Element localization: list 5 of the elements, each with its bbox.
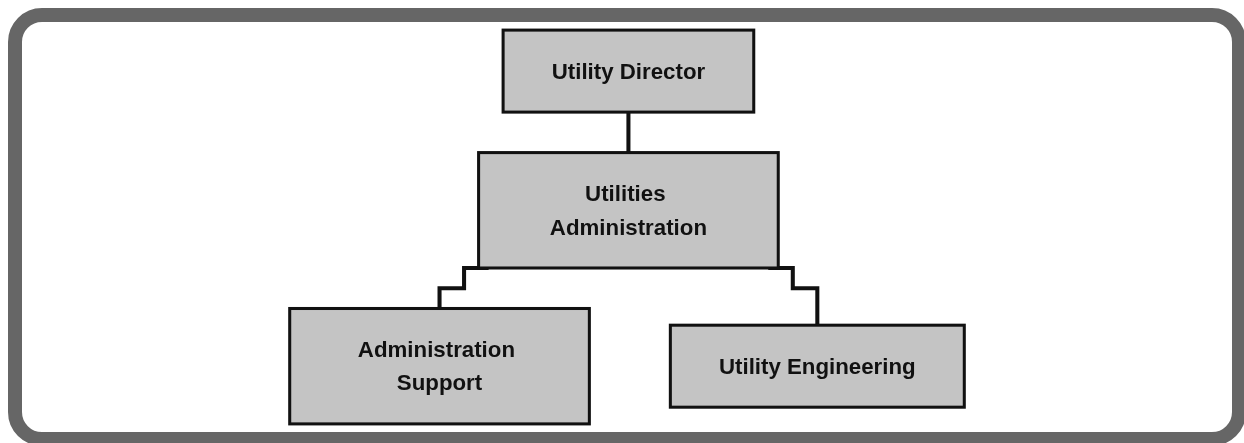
node-box <box>477 151 780 270</box>
node-box <box>288 306 591 426</box>
node-box <box>501 28 756 114</box>
node-box <box>668 323 966 409</box>
frame-background: Utility Director Utilities Administration Administration Support Utility Engineering <box>8 8 1244 443</box>
